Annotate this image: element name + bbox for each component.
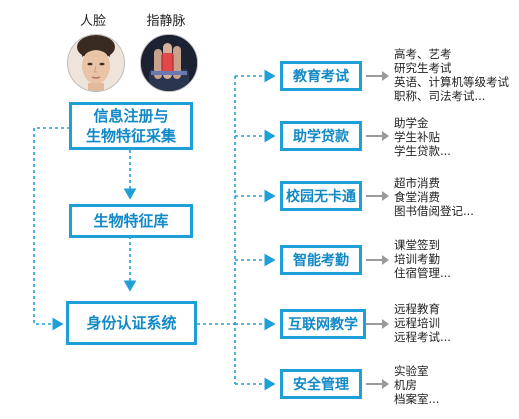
face-icon xyxy=(68,35,124,91)
desc-item: 培训考勤 xyxy=(394,252,440,266)
finger-vein-icon xyxy=(141,35,197,91)
desc-item: 住宿管理... xyxy=(394,266,451,280)
auth-system-label: 身份认证系统 xyxy=(86,314,177,332)
app-desc-security: 实验室 机房 档案室... xyxy=(394,364,519,406)
auth-system-box: 身份认证系统 xyxy=(66,301,197,345)
app-desc-exam: 高考、艺考 研究生考试 英语、计算机等级考试 职称、司法考试... xyxy=(394,47,519,103)
desc-item: 学生补贴 xyxy=(394,130,440,144)
face-caption: 人脸 xyxy=(79,14,106,29)
feature-db-box: 生物特征库 xyxy=(69,204,193,238)
register-label-line1: 信息注册与 xyxy=(93,107,169,125)
gray-arrow-icon xyxy=(366,379,389,389)
app-label: 安全管理 xyxy=(293,377,349,393)
feature-db-label: 生物特征库 xyxy=(93,212,169,230)
desc-item: 档案室... xyxy=(394,392,440,406)
app-desc-campus-card: 超市消费 食堂消费 图书借阅登记... xyxy=(394,176,519,218)
app-box-security: 安全管理 xyxy=(280,369,362,399)
gray-arrow-icon xyxy=(366,191,389,201)
desc-item: 远程考试... xyxy=(394,330,451,344)
desc-item: 助学金 xyxy=(394,116,429,130)
app-box-online-teaching: 互联网教学 xyxy=(280,309,366,339)
app-desc-loan: 助学金 学生补贴 学生贷款... xyxy=(394,116,519,158)
app-box-attendance: 智能考勤 xyxy=(280,245,362,275)
app-desc-attendance: 课堂签到 培训考勤 住宿管理... xyxy=(394,238,519,280)
face-photo xyxy=(67,34,125,92)
desc-item: 远程培训 xyxy=(394,316,440,330)
vein-caption: 指静脉 xyxy=(146,14,186,29)
desc-item: 职称、司法考试... xyxy=(394,89,486,103)
desc-item: 机房 xyxy=(394,378,417,392)
desc-item: 课堂签到 xyxy=(394,238,440,252)
app-label: 教育考试 xyxy=(293,69,349,85)
gray-arrow-icon xyxy=(366,131,389,141)
app-label: 校园无卡通 xyxy=(286,189,356,205)
desc-item: 食堂消费 xyxy=(394,190,440,204)
vein-photo xyxy=(140,34,198,92)
gray-arrow-icon xyxy=(366,319,389,329)
desc-item: 超市消费 xyxy=(394,176,440,190)
desc-item: 研究生考试 xyxy=(394,61,452,75)
app-box-loan: 助学贷款 xyxy=(280,121,362,151)
desc-item: 图书借阅登记... xyxy=(394,204,474,218)
app-label: 助学贷款 xyxy=(293,129,349,145)
gray-arrow-icon xyxy=(366,255,389,265)
desc-item: 远程教育 xyxy=(394,302,440,316)
register-label-line2: 生物特征采集 xyxy=(85,127,176,145)
app-label: 互联网教学 xyxy=(288,317,358,333)
desc-item: 英语、计算机等级考试 xyxy=(394,75,509,89)
app-desc-online-teaching: 远程教育 远程培训 远程考试... xyxy=(394,302,519,344)
desc-item: 高考、艺考 xyxy=(394,47,452,61)
app-label: 智能考勤 xyxy=(293,253,349,269)
desc-item: 学生贷款... xyxy=(394,144,451,158)
desc-item: 实验室 xyxy=(394,364,429,378)
app-box-exam: 教育考试 xyxy=(280,61,362,91)
register-box: 信息注册与 生物特征采集 xyxy=(69,102,193,150)
app-box-campus-card: 校园无卡通 xyxy=(280,181,362,211)
gray-arrow-icon xyxy=(366,71,389,81)
